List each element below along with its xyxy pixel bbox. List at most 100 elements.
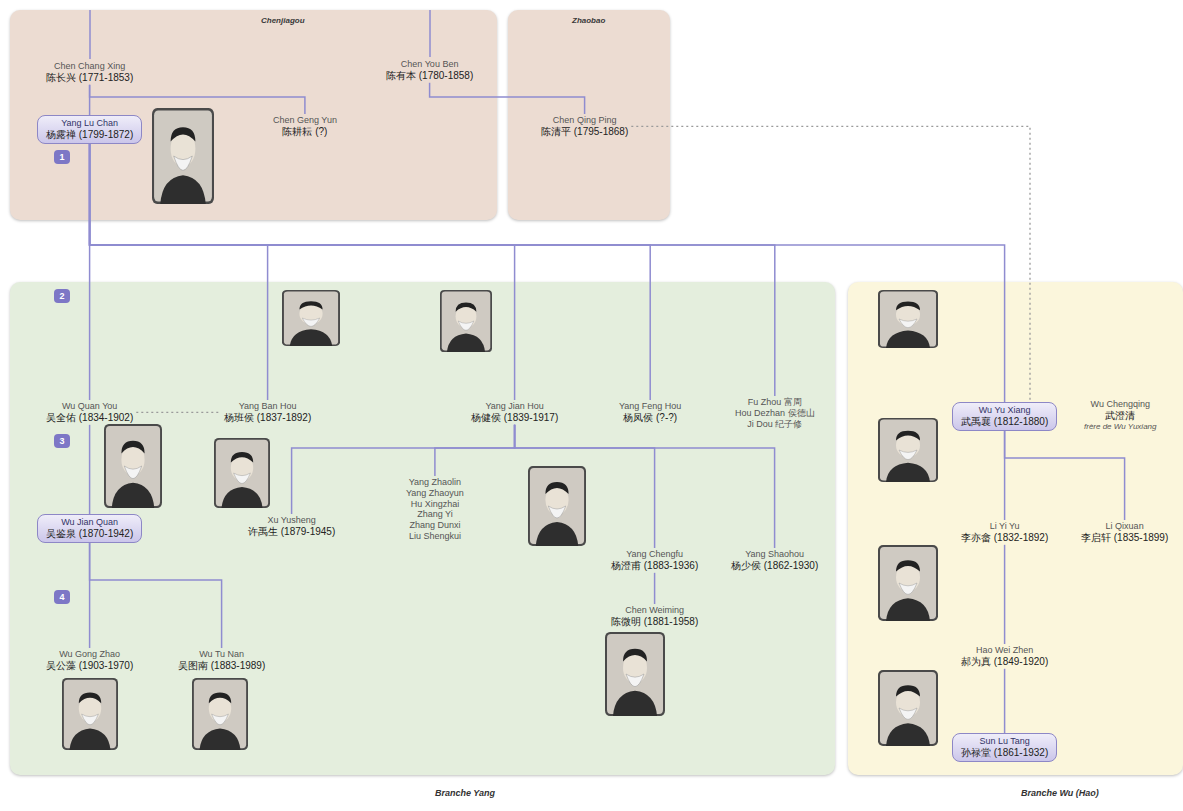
person-detail: 陈长兴 (1771-1853): [46, 72, 133, 84]
lineage-connector: [90, 144, 651, 400]
callout-number: 3: [54, 434, 70, 448]
person-name: Li Qixuan: [1081, 521, 1168, 532]
person-name: Yang Lu Chan: [46, 118, 133, 129]
person-node: Yang Chengfu杨澄甫 (1883-1936): [608, 548, 701, 573]
person-detail: Liu Shengkui: [406, 531, 464, 542]
callout-number: 2: [54, 289, 70, 303]
person-detail: 陈清平 (1795-1868): [541, 126, 628, 138]
person-name: Yang Feng Hou: [619, 401, 681, 412]
person-name: Hao Wei Zhen: [961, 645, 1048, 656]
person-detail: 杨露禅 (1799-1872): [46, 129, 133, 141]
lineage-connector: [90, 543, 222, 648]
lineage-panel: Branche Wu (Hao)Wu Yu Xiang武禹襄 (1812-188…: [848, 282, 1183, 775]
lineage-connector: [89, 425, 91, 514]
lineage-connector: [90, 144, 268, 400]
person-node: Yang ZhaolinYang ZhaoyunHu XingzhaiZhang…: [403, 476, 467, 543]
dotted-connector: [136, 412, 221, 413]
callout-number: 1: [54, 150, 70, 164]
portrait: [605, 632, 665, 716]
panel-heading: Zhaobao: [572, 16, 605, 25]
person-name: Wu Yu Xiang: [961, 405, 1048, 416]
person-node: Li Qixuan李启轩 (1835-1899): [1078, 520, 1171, 545]
highlight-box: Wu Yu Xiang武禹襄 (1812-1880): [952, 402, 1057, 431]
person-detail: 武澄清: [1084, 410, 1156, 422]
person-detail: 许禹生 (1879-1945): [248, 526, 335, 538]
person-detail: 陈微明 (1881-1958): [611, 616, 698, 628]
person-detail: Hou Dezhan 侯德山: [735, 408, 815, 419]
person-detail: Zhang Dunxi: [406, 520, 464, 531]
portrait: [878, 670, 938, 746]
lineage-connector: [515, 425, 775, 548]
portrait: [282, 290, 340, 346]
person-name: Sun Lu Tang: [961, 736, 1048, 747]
person-detail: Ji Dou 纪子修: [735, 419, 815, 430]
person-node: Hao Wei Zhen郝为真 (1849-1920): [958, 644, 1051, 669]
person-detail: 李亦畲 (1832-1892): [961, 532, 1048, 544]
person-name: Wu Chengqing: [1084, 399, 1156, 410]
portrait: [104, 424, 162, 508]
person-name: Yang Chengfu: [611, 549, 698, 560]
person-name: Chen Qing Ping: [541, 115, 628, 126]
portrait: [152, 108, 214, 204]
panel-heading: Branche Wu (Hao): [1021, 788, 1099, 798]
person-detail: 吴图南 (1883-1989): [178, 660, 265, 672]
person-node: Yang Jian Hou杨健侯 (1839-1917): [468, 400, 561, 425]
portrait: [528, 466, 586, 546]
highlight-box: Wu Jian Quan吴鉴泉 (1870-1942): [37, 514, 142, 543]
person-name: Yang Zhaolin: [406, 477, 464, 488]
person-name: Yang Jian Hou: [471, 401, 558, 412]
lineage-connector: [430, 83, 585, 114]
lineage-connector: [515, 425, 655, 548]
person-node: Fu Zhou 富周Hou Dezhan 侯德山Ji Dou 纪子修: [732, 396, 818, 430]
lineage-connector: [292, 425, 515, 514]
highlight-box: Sun Lu Tang孙禄堂 (1861-1932): [952, 733, 1057, 762]
person-node: Xu Yusheng许禹生 (1879-1945): [245, 514, 338, 539]
portrait: [878, 545, 938, 621]
panel-heading-holder: Chenjiagou: [261, 16, 305, 25]
person-name: Li Yi Yu: [961, 521, 1048, 532]
portrait: [440, 290, 492, 352]
lineage-connector: [90, 85, 305, 114]
person-detail: 杨凤侯 (?-?): [619, 412, 681, 424]
person-node: Chen Geng Yun陈耕耘 (?): [270, 114, 340, 139]
panel-heading: Branche Yang: [435, 788, 495, 798]
person-detail: Hu Xingzhai: [406, 499, 464, 510]
person-name: Wu Gong Zhao: [46, 649, 133, 660]
lineage-connector: [1005, 431, 1125, 520]
dotted-connector: [631, 126, 1030, 402]
panel-heading-holder: Zhaobao: [572, 16, 605, 25]
person-node: Yang Feng Hou杨凤侯 (?-?): [616, 400, 684, 425]
panel-heading-holder: Branche Yang: [435, 788, 495, 798]
person-node: Yang Shaohou杨少侯 (1862-1930): [728, 548, 821, 573]
lineage-connector: [654, 573, 656, 604]
person-detail: 孙禄堂 (1861-1932): [961, 747, 1048, 759]
person-detail: Yang Zhaoyun: [406, 488, 464, 499]
person-node: Chen Chang Xing陈长兴 (1771-1853): [43, 60, 136, 85]
lineage-panel: ChenjiagouChen Chang Xing陈长兴 (1771-1853)…: [10, 10, 497, 220]
person-name: Chen Geng Yun: [273, 115, 337, 126]
person-detail: 杨健侯 (1839-1917): [471, 412, 558, 424]
lineage-connector: [90, 144, 775, 396]
lineage-connector: [435, 425, 515, 476]
person-node: Wu Gong Zhao吴公藻 (1903-1970): [43, 648, 136, 673]
person-name: Wu Tu Nan: [178, 649, 265, 660]
lineage-panel: Branche YangWu Quan You吴全佑 (1834-1902)Ya…: [10, 282, 835, 775]
panel-heading: Chenjiagou: [261, 16, 305, 25]
person-node: Chen Weiming陈微明 (1881-1958): [608, 604, 701, 629]
person-name: Wu Quan You: [46, 401, 133, 412]
person-name: Yang Ban Hou: [224, 401, 311, 412]
person-detail: 吴全佑 (1834-1902): [46, 412, 133, 424]
lineage-panel: ZhaobaoChen Qing Ping陈清平 (1795-1868): [508, 10, 670, 220]
lineage-connector: [1004, 545, 1006, 644]
lineage-stub: [89, 10, 91, 59]
person-name: Chen Weiming: [611, 605, 698, 616]
person-detail: Zhang Yi: [406, 509, 464, 520]
person-name: Chen Chang Xing: [46, 61, 133, 72]
person-detail: 吴公藻 (1903-1970): [46, 660, 133, 672]
person-name: Wu Jian Quan: [46, 517, 133, 528]
lineage-stub: [429, 10, 431, 57]
person-detail: 杨澄甫 (1883-1936): [611, 560, 698, 572]
panel-heading-holder: Branche Wu (Hao): [1021, 788, 1099, 798]
lineage-connector: [90, 144, 1005, 402]
